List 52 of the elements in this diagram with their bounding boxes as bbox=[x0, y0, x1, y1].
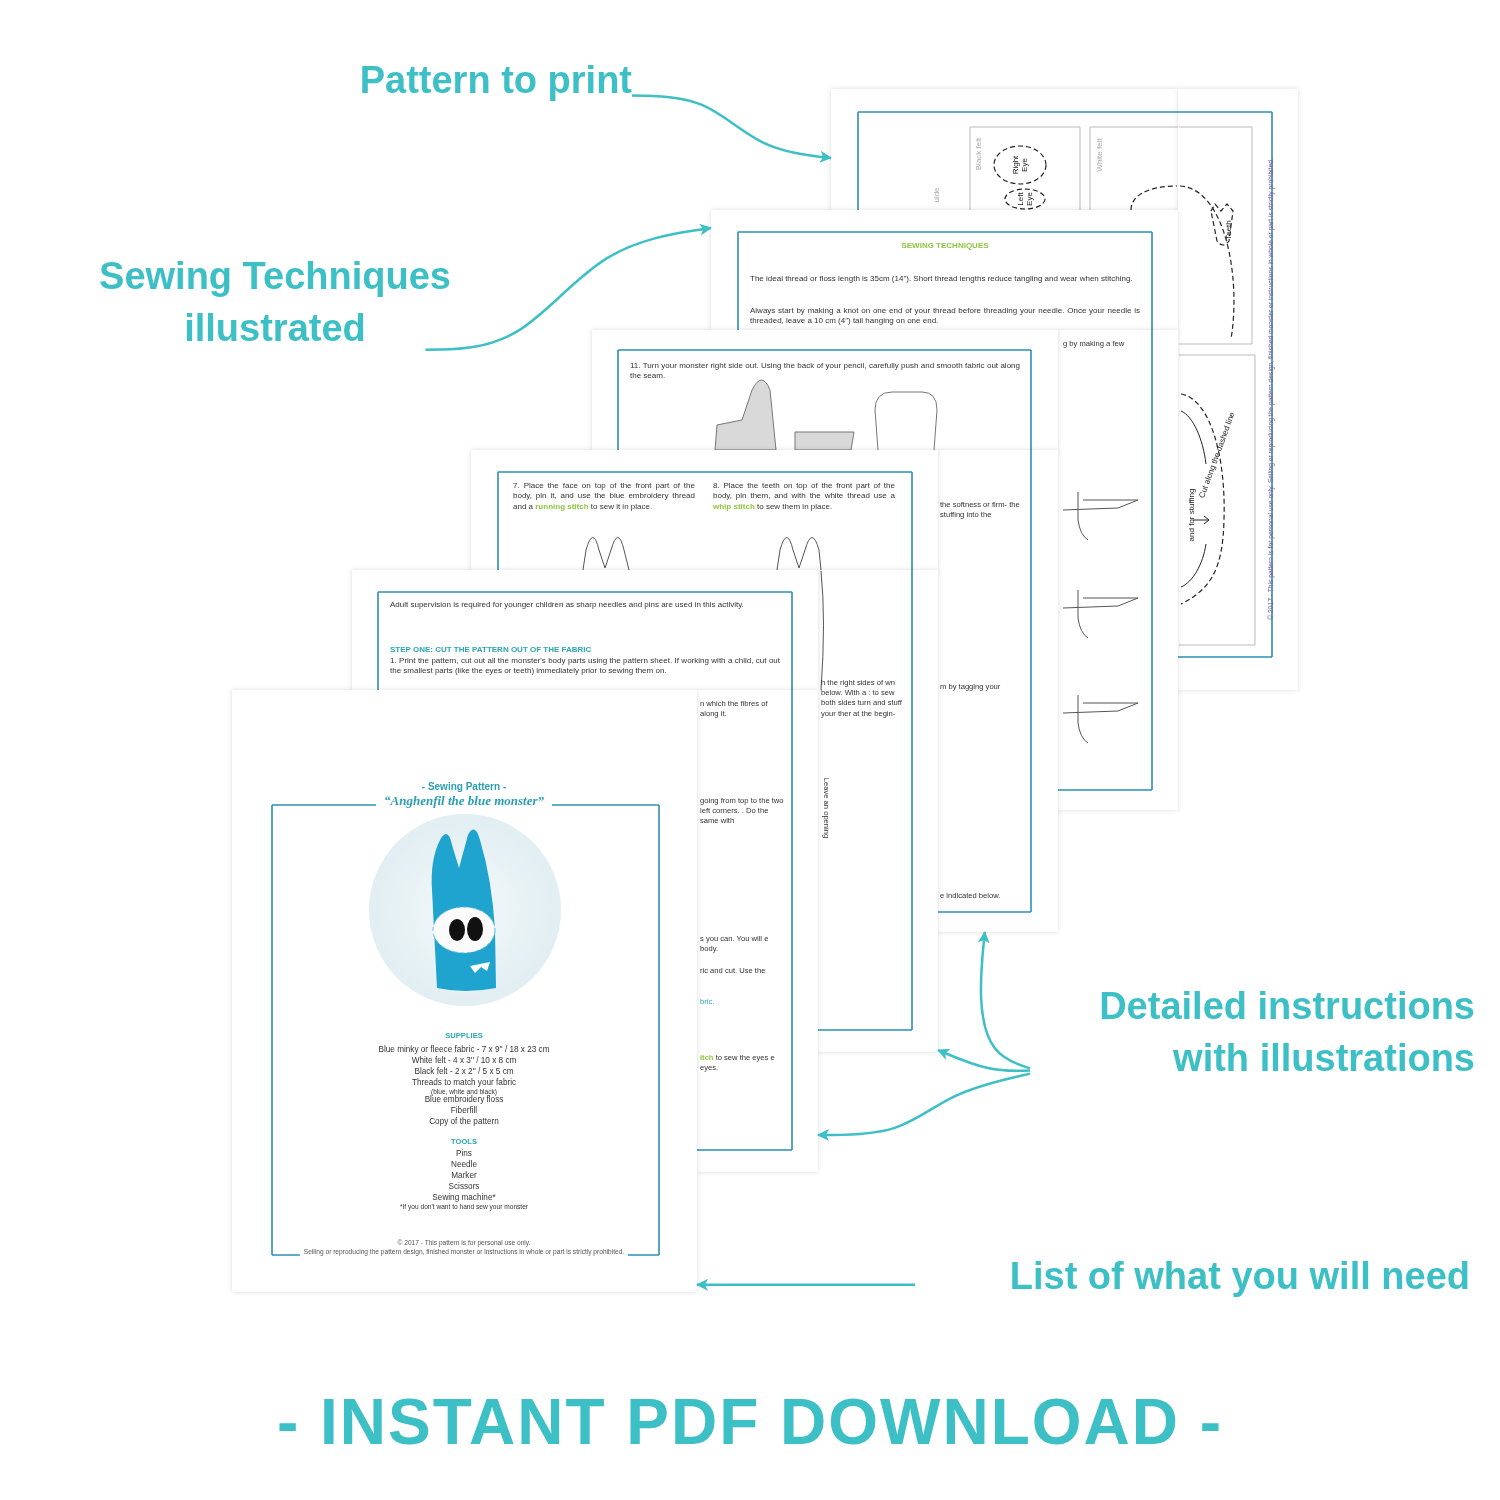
instruction-text: 8. Place the teeth on top of the front part of the body, pin them, and with the white thread use a whip stitch to sew them in place. bbox=[713, 481, 895, 513]
supply-item: Marker bbox=[451, 1171, 477, 1181]
supply-item: White felt - 4 x 3'' / 10 x 8 cm bbox=[411, 1056, 517, 1066]
text-fragment: uide bbox=[931, 187, 942, 203]
arrow bbox=[817, 1072, 1031, 1141]
supply-item: Black felt - 2 x 2'' / 5 x 5 cm bbox=[414, 1067, 514, 1077]
subtitle: - Sewing Pattern - bbox=[421, 782, 507, 793]
document-page-side bbox=[938, 450, 1058, 932]
instruction-text: Always start by making a knot on one end of your thread before threading your needle. Once your needle is threaded, leave a 10 cm (4") tail hanging on one end. bbox=[750, 306, 1140, 327]
arrow bbox=[696, 1278, 915, 1291]
supply-item: Scissors bbox=[448, 1182, 480, 1192]
supply-item: Fiberfill bbox=[450, 1106, 478, 1116]
supply-item: Blue embroidery floss bbox=[424, 1095, 504, 1105]
supply-item: Pins bbox=[456, 1149, 472, 1159]
document-page-side bbox=[818, 570, 938, 1052]
supply-item: Blue minky or fleece fabric - 7 x 9'' / 18 x 23 cm bbox=[378, 1045, 550, 1055]
callout-text: Detailed instructions with illustrations bbox=[1030, 980, 1475, 1084]
supply-item: Copy of the pattern bbox=[429, 1117, 499, 1127]
arrow bbox=[425, 223, 712, 352]
pattern-label: and for stuffing bbox=[1186, 488, 1196, 542]
arrow bbox=[632, 94, 832, 163]
instruction-text: Adult supervision is required for younger children as sharp needles and pins are used in this activity. bbox=[390, 600, 745, 611]
document-page bbox=[232, 690, 697, 1292]
supply-item: Sewing machine* bbox=[432, 1193, 496, 1203]
cover-title: “Anghenfil the blue monster” bbox=[376, 796, 552, 807]
instruction-text: 1. Print the pattern, cut out all the monster's body parts using the pattern sheet. If working with a child, cut out the smallest parts (like the eyes or teeth) immediately prior to sewing them on. bbox=[390, 656, 780, 677]
document-page-top bbox=[352, 570, 818, 690]
arrow bbox=[977, 931, 1031, 1070]
pattern-label: White felt bbox=[1094, 138, 1105, 172]
document-page-side bbox=[697, 690, 818, 1172]
callout-text: List of what you will need bbox=[915, 1250, 1470, 1302]
callout-text: Sewing Techniques illustrated bbox=[60, 250, 490, 354]
document-page-top bbox=[831, 89, 1178, 210]
document-page-top bbox=[471, 450, 938, 570]
document-page-top bbox=[711, 210, 1178, 330]
pattern-label: Left Eye bbox=[1016, 191, 1034, 208]
download-heading: - INSTANT PDF DOWNLOAD - bbox=[276, 1386, 1224, 1458]
instruction-text: 7. Place the face on top of the front part of the body, pin it, and use the blue embroidery thread and a running stitch to sew it in place. bbox=[513, 481, 695, 513]
callout-text: Pattern to print bbox=[262, 54, 632, 106]
instruction-text: 11. Turn your monster right side out. Using the back of your pencil, carefully push and smooth fabric out along the seam. bbox=[630, 361, 1020, 382]
pattern-label: Teeth bbox=[1223, 220, 1233, 240]
supply-item: Needle bbox=[451, 1160, 477, 1170]
section-heading: SEWING TECHNIQUES bbox=[900, 241, 990, 252]
document-page-side bbox=[1178, 89, 1298, 690]
section-heading: STEP ONE: CUT THE PATTERN OUT OF THE FABRIC bbox=[390, 645, 593, 656]
arrow bbox=[937, 1048, 1031, 1073]
document-page-side bbox=[1058, 330, 1178, 810]
instruction-text: The ideal thread or floss length is 35cm (14"). Short thread lengths reduce tangling and wear when stitching. bbox=[750, 274, 1134, 285]
pattern-label: Right Eye bbox=[1011, 154, 1029, 177]
document-page-top bbox=[592, 330, 1058, 450]
supply-item: Threads to match your fabric bbox=[411, 1078, 517, 1088]
pattern-label: Black felt bbox=[973, 137, 984, 171]
